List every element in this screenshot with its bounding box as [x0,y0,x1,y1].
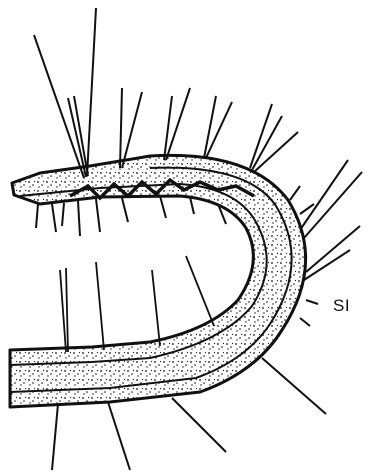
si-label: SI [333,296,350,316]
upper-bristles [34,8,362,280]
